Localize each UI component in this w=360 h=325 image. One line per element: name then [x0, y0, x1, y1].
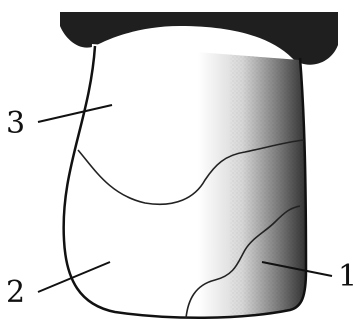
nail-body — [55, 30, 320, 325]
label-region-3: 3 — [6, 106, 25, 141]
label-region-2: 2 — [6, 275, 25, 310]
label-region-1: 1 — [338, 259, 357, 294]
